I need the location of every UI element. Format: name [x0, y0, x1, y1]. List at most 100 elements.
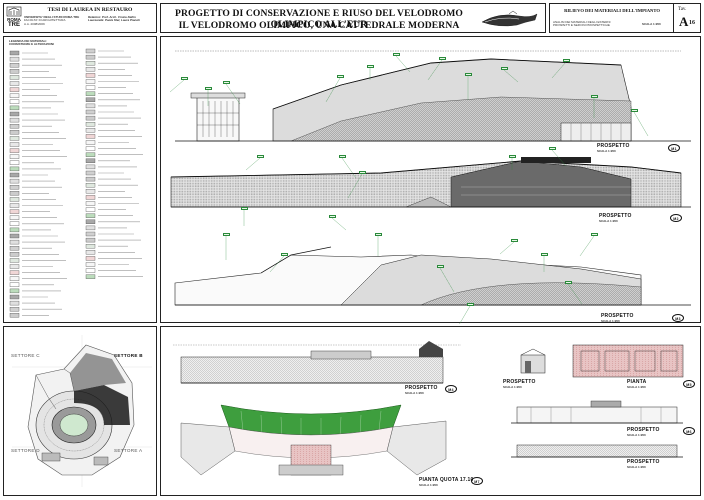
prospetto-5-label: PROSPETTO [503, 379, 536, 385]
marker-m3: M3 [672, 314, 684, 322]
legend-swatch [85, 54, 96, 60]
leader-line [633, 111, 649, 137]
material-code-tag [359, 171, 366, 174]
legend-swatch [9, 252, 20, 257]
marker-m5: M5 [683, 380, 695, 388]
material-code-tag [337, 75, 344, 78]
legend-swatch [85, 250, 96, 255]
legend-swatch [9, 69, 20, 74]
legend-swatch [85, 134, 96, 139]
prospetto-4-label: PROSPETTO [405, 385, 438, 391]
leader-line [439, 267, 455, 293]
prospetto-2-scale: SCALA 1:200 [599, 219, 618, 223]
legend-swatch [85, 195, 96, 200]
legend-swatch [85, 189, 96, 194]
legend-swatch [9, 227, 20, 233]
key-plan-panel: SETTORE C SETTORE B SETTORE D SETTORE A [3, 326, 157, 496]
elevations-panel: PROSPETTO SCALA 1:200 M1 PROSPETTO SCALA… [160, 36, 701, 324]
header-sheet-block: RILIEVO DEI MATERIALI DELL'IMPIANTO ANAL… [549, 3, 701, 33]
legend-swatch [85, 201, 96, 206]
legend-swatch [9, 276, 20, 281]
legend-swatch [9, 221, 20, 226]
legend-swatch [85, 164, 96, 170]
leader-line [341, 157, 357, 179]
university-line: UNIVERSITA' DEGLI STUDI ROMA TRE [24, 15, 80, 19]
legend-swatch [85, 158, 96, 163]
legend-swatch [85, 225, 96, 231]
legend-swatch [85, 91, 96, 96]
material-code-tag [511, 239, 518, 242]
elevation-drawings [169, 50, 691, 324]
legend-swatch [85, 183, 96, 188]
legend-swatch [85, 256, 96, 261]
leader-line [499, 241, 515, 255]
university-line: FACOLTA' DI ARCHITETTURA [24, 18, 66, 23]
prospetto-4-scale: SCALA 1:200 [405, 391, 424, 395]
university-info: UNIVERSITA' DEGLI STUDI ROMA TRE FACOLTA… [24, 15, 84, 26]
material-code-tag [541, 253, 548, 256]
legend-swatch [85, 213, 96, 218]
legend-swatch [9, 288, 20, 294]
leader-line [395, 55, 411, 73]
leader-line [225, 83, 241, 105]
legend-swatch [9, 197, 20, 202]
relatore: Relatore: Prof. Arch. Cinzia Dallin [88, 15, 136, 19]
material-code-tag [565, 281, 572, 284]
legend-heading-line: CONSISTENZE E ALTERAZIONI [9, 42, 54, 47]
legend-swatch [85, 237, 96, 243]
logo-text-roma: ROMA [7, 17, 21, 22]
velodrome-emblem-icon [481, 10, 538, 27]
material-code-tag [591, 233, 598, 236]
legend-swatch [9, 307, 20, 312]
legend-swatch [85, 262, 96, 267]
bottom-drawings [173, 341, 684, 476]
main-title-line-2: IL VELODROMO OLIMPICO, UNA CATTEDRALE MO… [178, 20, 460, 31]
legend-swatch [85, 103, 96, 109]
prospetto-2-label: PROSPETTO [599, 213, 632, 219]
leader-line [567, 283, 583, 305]
sector-b-label: SETTORE B [114, 353, 143, 358]
material-code-tag [509, 155, 516, 158]
legend-swatch [9, 93, 20, 98]
sector-a-label: SETTORE A [114, 448, 143, 453]
legend-swatch [9, 142, 20, 147]
leader-line [269, 255, 285, 273]
material-code-tag [339, 155, 346, 158]
sector-d-label: SETTORE D [11, 448, 40, 453]
legend-swatch [9, 270, 20, 275]
main-title-line-1: PROGETTO DI CONSERVAZIONE E RIUSO DEL VE… [175, 8, 463, 30]
legend-swatch [85, 67, 96, 72]
leader-line [325, 77, 341, 103]
legend-swatch [85, 146, 96, 151]
leader-line [551, 61, 567, 79]
legend-swatch [9, 130, 20, 135]
legend-swatch [85, 140, 96, 145]
sheet-subtitle-line: PROSPETTI E SEZIONI PROSPETTICHE [553, 23, 610, 28]
material-code-tag [329, 215, 336, 218]
legend-swatch [85, 48, 96, 54]
legend-swatch [9, 246, 20, 251]
leader-line [169, 79, 185, 93]
legend-swatch [9, 50, 20, 56]
legend-swatch [85, 73, 96, 78]
sector-c-label: SETTORE C [11, 353, 40, 358]
prospetto-3-label: PROSPETTO [601, 313, 634, 319]
material-code-tag [437, 265, 444, 268]
legend-swatch [9, 154, 20, 159]
material-code-tag [375, 233, 382, 236]
legend-swatch [9, 75, 20, 80]
legend-swatch [9, 313, 20, 318]
material-code-tag [367, 65, 374, 68]
legend-swatch [9, 258, 20, 263]
prospetto-1-label: PROSPETTO [597, 143, 630, 149]
material-code-tag [181, 77, 188, 80]
legend-swatch [85, 61, 96, 66]
prospetto-1-scale: SCALA 1:200 [597, 149, 616, 153]
legend-swatch [9, 215, 20, 220]
material-code-tag [257, 155, 264, 158]
legend-swatches [9, 48, 143, 318]
legend-swatch [9, 56, 20, 62]
header-left-block: ROMA TRE TESI DI LAUREA IN RESTAURO UNIV… [3, 3, 157, 33]
leader-line [551, 149, 567, 167]
material-code-tag [223, 81, 230, 84]
